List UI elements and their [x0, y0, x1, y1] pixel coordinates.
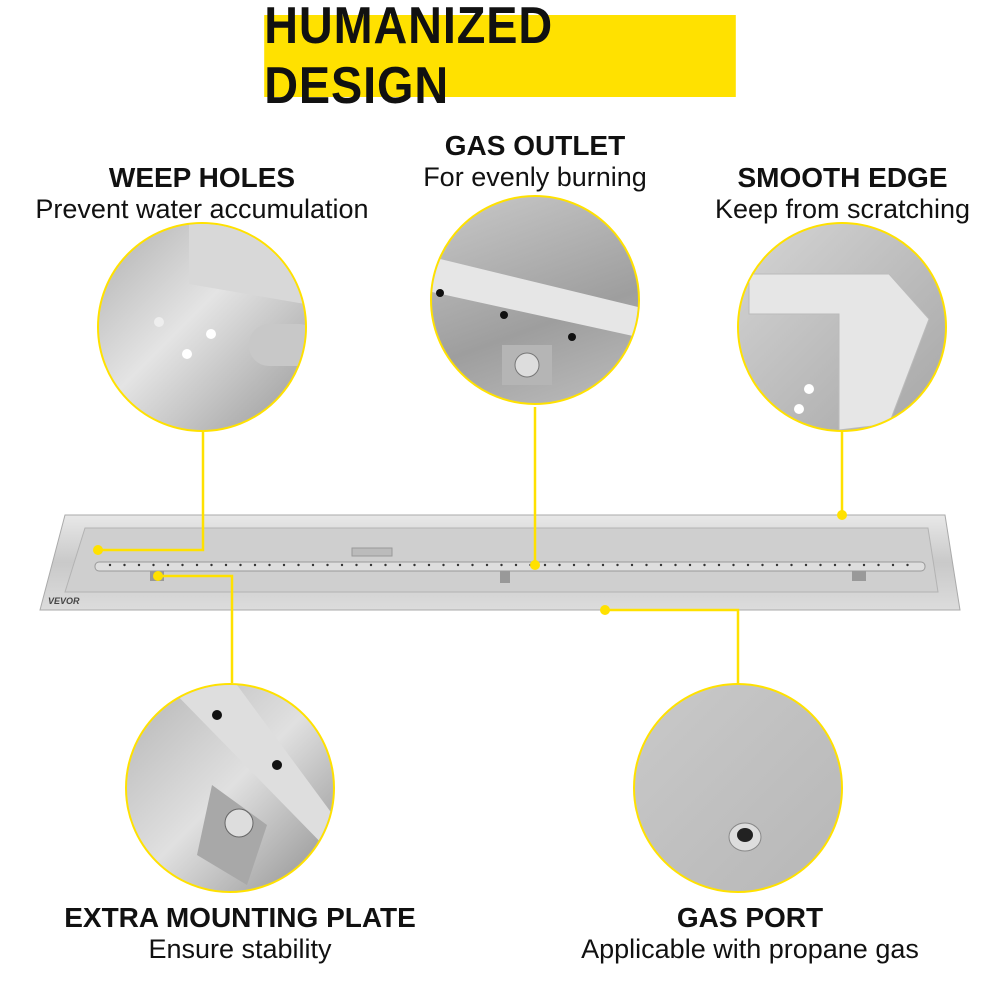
gas-hole: [746, 563, 750, 567]
gas-hole: [471, 563, 474, 567]
gas-hole: [297, 563, 300, 567]
gas-hole: [572, 563, 576, 567]
gas-hole: [384, 563, 387, 567]
gas-hole: [703, 563, 706, 567]
detail-weep-holes: [97, 222, 307, 432]
gas-hole: [862, 563, 866, 567]
detail-gas-port: [633, 683, 843, 893]
gas-hole: [398, 563, 402, 567]
gas-hole: [195, 563, 199, 567]
gas-hole: [108, 563, 112, 567]
gas-hole: [717, 563, 721, 567]
gas-hole: [369, 563, 373, 567]
label-smooth-edge: SMOOTH EDGE Keep from scratching: [714, 162, 971, 224]
gas-hole: [137, 563, 141, 567]
gas-hole: [514, 563, 518, 567]
gas-hole: [253, 563, 257, 567]
detail-smooth-edge: [737, 222, 947, 432]
label-mounting-plate: EXTRA MOUNTING PLATE Ensure stability: [64, 902, 416, 964]
gas-hole: [311, 563, 315, 567]
leader-lines: [98, 407, 844, 683]
gas-hole: [775, 563, 779, 567]
gas-hole: [442, 563, 445, 567]
gas-hole: [181, 563, 184, 567]
label-gas-port: GAS PORT Applicable with propane gas: [581, 902, 919, 964]
gas-hole: [819, 563, 822, 567]
gas-hole: [616, 563, 619, 567]
gas-hole: [587, 563, 590, 567]
detail-gas-outlet: [430, 195, 640, 405]
gas-hole: [268, 563, 271, 567]
gas-hole: [355, 563, 358, 567]
detail-mounting-plate: [125, 683, 335, 893]
gas-hole: [456, 563, 460, 567]
gas-hole: [906, 563, 909, 567]
gas-hole: [152, 563, 155, 567]
gas-hole: [485, 563, 489, 567]
gas-hole: [732, 563, 735, 567]
gas-hole: [790, 563, 793, 567]
gas-hole: [224, 563, 228, 567]
gas-hole: [166, 563, 170, 567]
gas-hole: [500, 563, 503, 567]
gas-hole: [645, 563, 648, 567]
gas-hole: [340, 563, 344, 567]
gas-hole: [674, 563, 677, 567]
gas-hole: [413, 563, 416, 567]
gas-hole: [688, 563, 692, 567]
gas-hole: [659, 563, 663, 567]
gas-hole: [326, 563, 329, 567]
gas-hole: [210, 563, 213, 567]
vevor-logo: VEVOR: [48, 596, 80, 606]
gas-hole: [630, 563, 634, 567]
gas-hole: [891, 563, 895, 567]
gas-hole: [848, 563, 851, 567]
gas-hole: [601, 563, 605, 567]
gas-hole: [123, 563, 126, 567]
label-gas-outlet: GAS OUTLET For evenly burning: [423, 130, 647, 192]
gas-hole: [282, 563, 286, 567]
gas-hole: [239, 563, 242, 567]
gas-hole: [877, 563, 880, 567]
gas-hole: [761, 563, 764, 567]
gas-hole: [804, 563, 808, 567]
gas-hole: [558, 563, 561, 567]
burner-tube: [94, 561, 926, 572]
label-weep-holes: WEEP HOLES Prevent water accumulation: [35, 162, 369, 224]
gas-hole: [427, 563, 431, 567]
gas-hole: [833, 563, 837, 567]
gas-hole: [543, 563, 547, 567]
